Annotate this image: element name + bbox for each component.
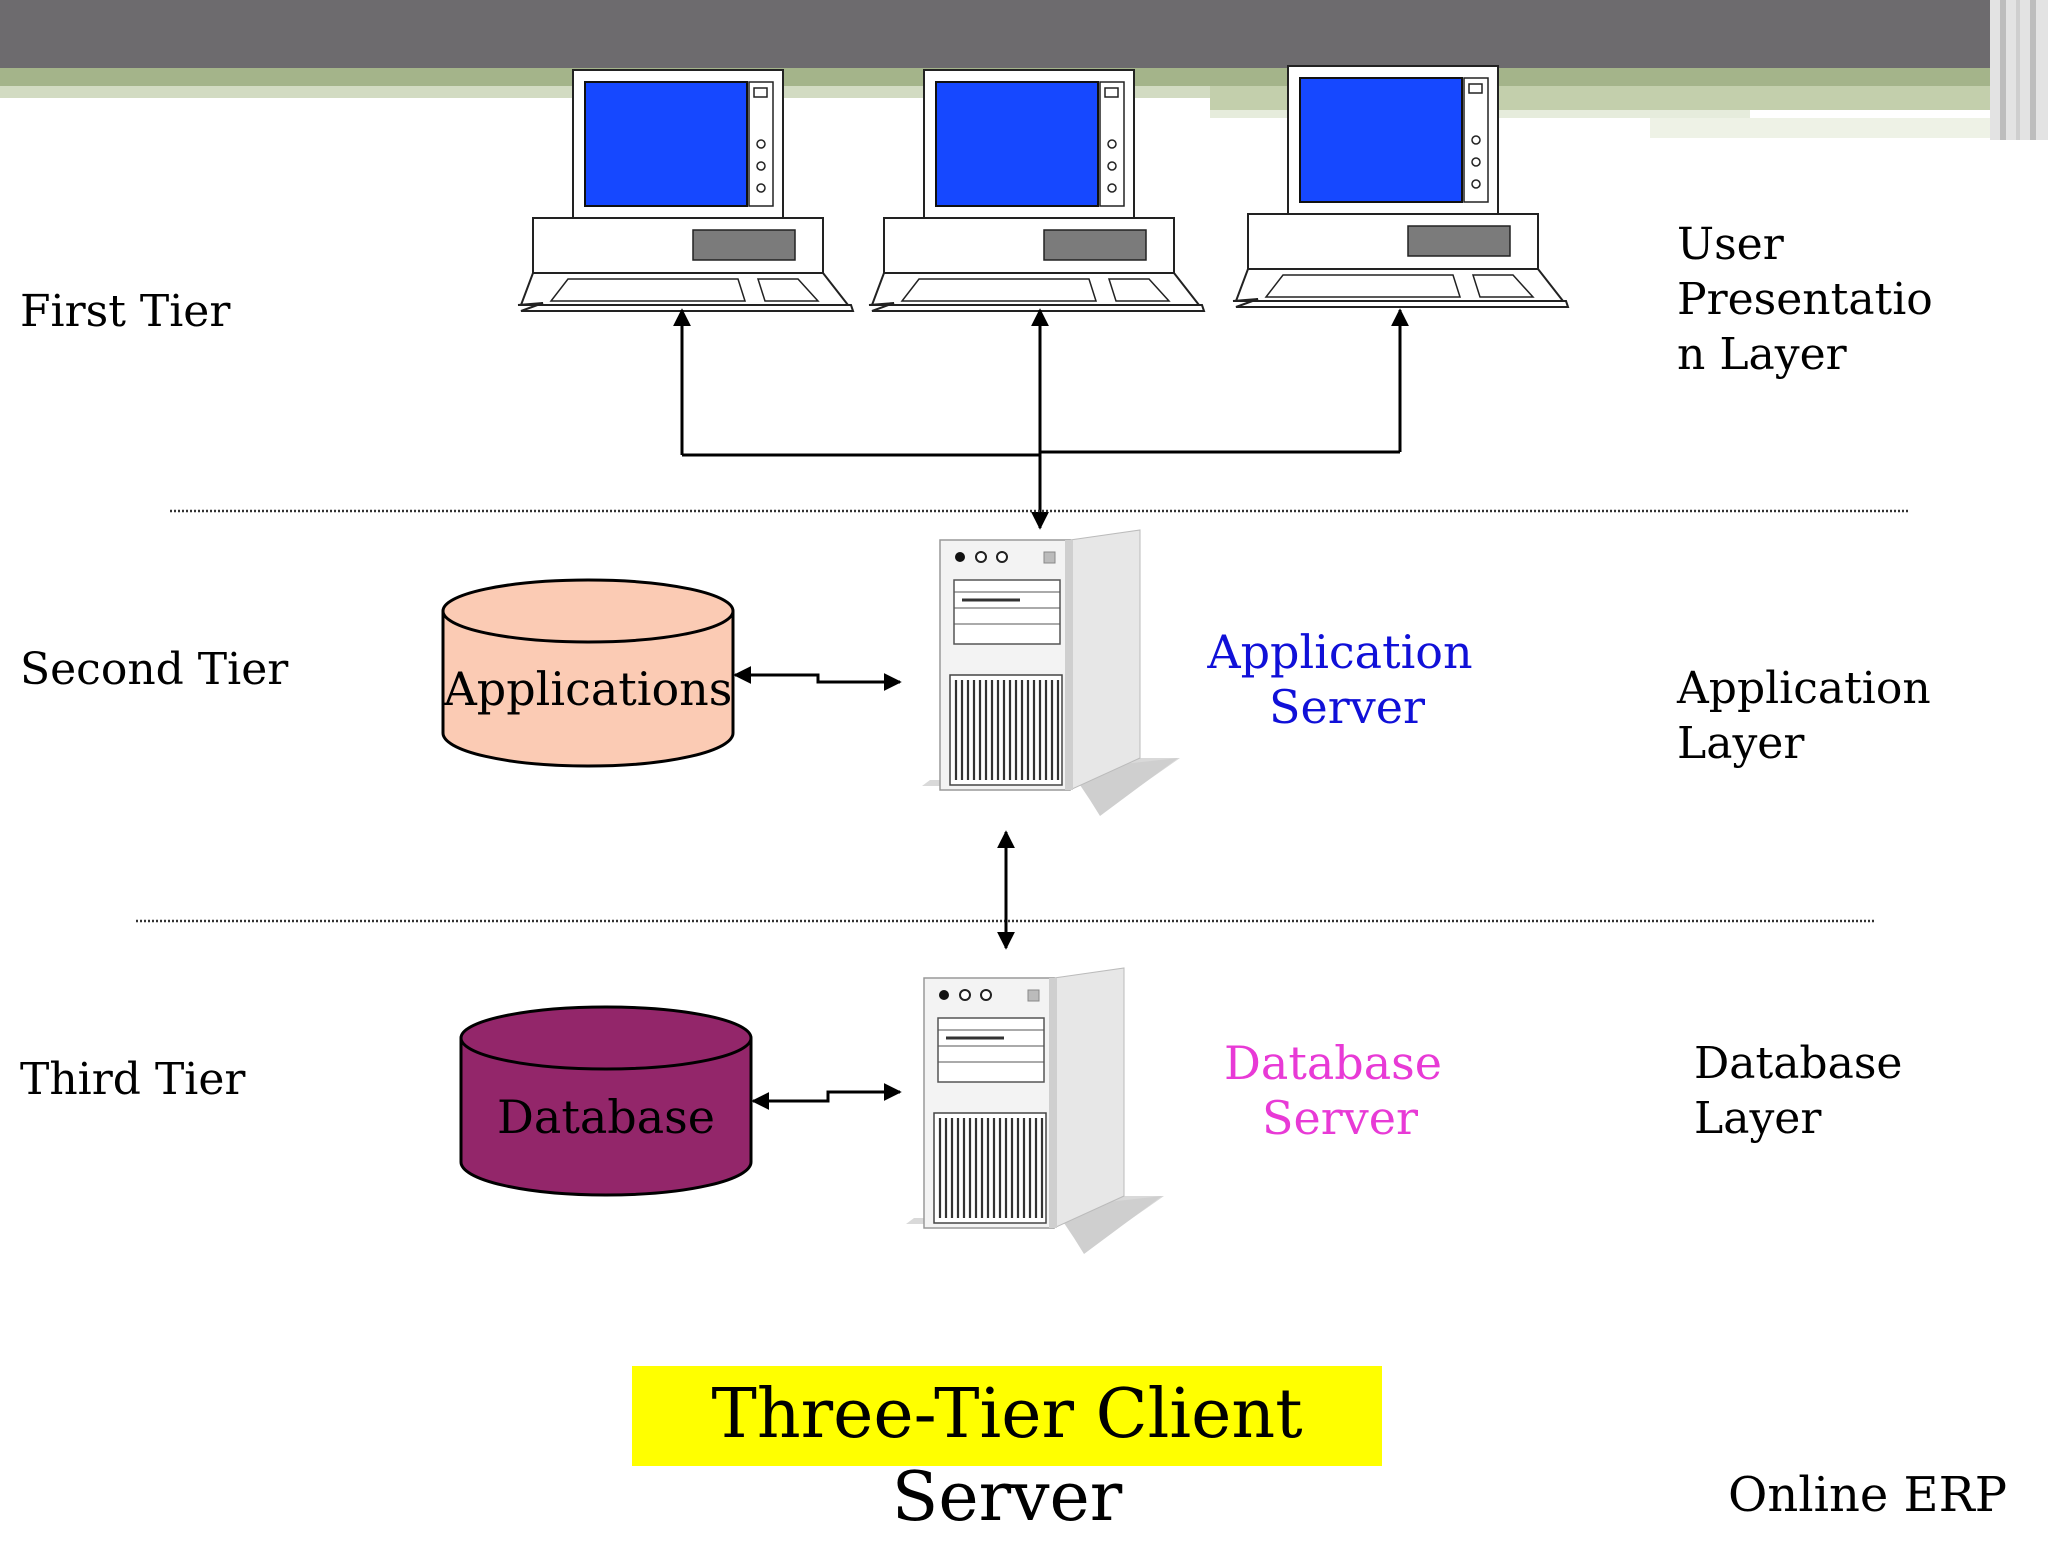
third-tier-label: Third Tier (20, 1054, 246, 1105)
database-server-label-line-1: Database (1224, 1036, 1442, 1090)
database-server-icon (904, 966, 1166, 1256)
application-server-icon (920, 528, 1182, 818)
database-layer-line-2: Layer (1694, 1093, 1822, 1144)
user-presentation-layer-line-1: User (1677, 219, 1784, 270)
title-line-1: Three-Tier Client (711, 1375, 1303, 1454)
database-store (459, 1005, 753, 1197)
database-label: Database (497, 1090, 715, 1144)
database-layer-line-1: Database (1694, 1038, 1903, 1089)
user-presentation-layer-line-3: n Layer (1677, 329, 1847, 380)
application-layer-line-1: Application (1677, 663, 1931, 714)
client-computer-1 (517, 69, 854, 312)
applications-label: Applications (443, 662, 733, 716)
first-tier-label: First Tier (20, 286, 231, 337)
applications-connector (733, 666, 902, 691)
application-layer-line-2: Layer (1677, 718, 1805, 769)
footer-text: Online ERP (1728, 1467, 2008, 1523)
database-connector (751, 1083, 902, 1110)
application-server-label-line-2: Server (1269, 680, 1425, 734)
header-bar (0, 0, 2048, 140)
client-computer-2 (868, 69, 1205, 312)
client-connectors (673, 308, 1409, 530)
application-server-label-line-1: Application (1207, 625, 1473, 679)
title-line-2: Server (891, 1458, 1123, 1537)
second-tier-label: Second Tier (20, 644, 289, 695)
user-presentation-layer-line-2: Presentatio (1677, 274, 1933, 325)
title-highlight (632, 1366, 1382, 1466)
database-server-label-line-2: Server (1262, 1091, 1418, 1145)
applications-store (441, 578, 735, 768)
